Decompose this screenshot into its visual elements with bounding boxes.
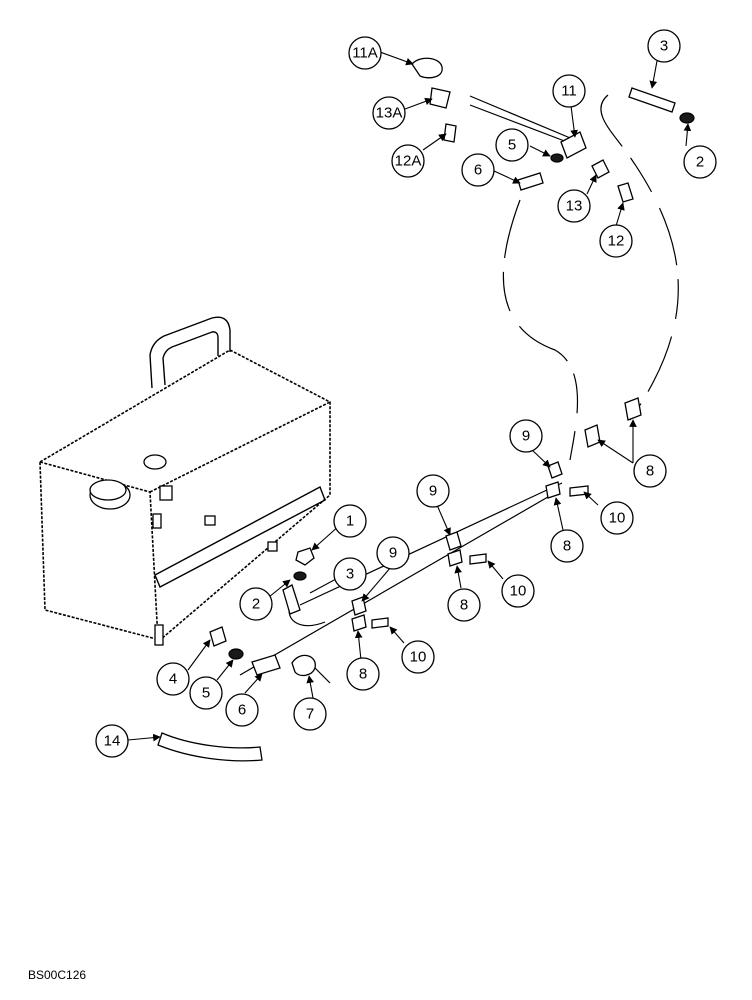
callout-label: 14	[104, 733, 121, 750]
callout-label: 1	[346, 513, 354, 530]
callout-label: 8	[460, 597, 468, 614]
callout-3: 3	[647, 29, 681, 63]
callout-label: 3	[660, 38, 668, 55]
callout-label: 3	[346, 566, 354, 583]
callout-5: 5	[189, 676, 223, 710]
callout-12: 12	[599, 224, 633, 258]
callout-label: 13A	[376, 105, 403, 122]
callout-label: 10	[510, 583, 527, 600]
callout-label: 11	[561, 83, 577, 100]
callout-6: 6	[225, 693, 259, 727]
callout-label: 9	[389, 545, 397, 562]
callout-10: 10	[401, 640, 435, 674]
callout-8: 8	[346, 657, 380, 691]
callout-5: 5	[495, 128, 529, 162]
callout-1: 1	[333, 504, 367, 538]
callout-label: 8	[646, 463, 654, 480]
parts	[157, 57, 695, 762]
callout-13: 13	[557, 189, 591, 223]
hoses	[239, 94, 679, 676]
callout-12a: 12A	[391, 144, 425, 178]
callout-7: 7	[293, 697, 327, 731]
callout-9: 9	[509, 419, 543, 453]
callout-9: 9	[376, 536, 410, 570]
callout-label: 9	[522, 428, 530, 445]
callout-8: 8	[447, 588, 481, 622]
callout-label: 6	[474, 162, 482, 179]
callout-label: 2	[696, 154, 704, 171]
callout-14: 14	[95, 724, 129, 758]
figure-id: BS00C126	[28, 968, 87, 982]
callout-label: 10	[410, 649, 427, 666]
callout-11: 11	[552, 74, 586, 108]
callout-label: 12A	[395, 153, 422, 170]
callout-2: 2	[683, 145, 717, 179]
callout-8: 8	[633, 454, 667, 488]
callout-9: 9	[416, 474, 450, 508]
callout-6: 6	[461, 153, 495, 187]
callout-label: 10	[609, 510, 626, 527]
callout-11a: 11A	[348, 36, 382, 70]
callout-3: 3	[333, 557, 367, 591]
callout-label: 4	[169, 671, 177, 688]
callout-label: 11A	[352, 45, 378, 62]
callout-label: 9	[429, 483, 437, 500]
callout-2: 2	[239, 587, 273, 621]
callout-10: 10	[501, 574, 535, 608]
leader-lines	[127, 51, 692, 742]
callout-8: 8	[550, 529, 584, 563]
callout-label: 2	[252, 596, 260, 613]
callout-label: 8	[563, 538, 571, 555]
hydraulic-tank	[39, 316, 331, 646]
callout-10: 10	[600, 501, 634, 535]
callout-label: 7	[306, 706, 314, 723]
callout-label: 5	[202, 685, 210, 702]
callout-label: 8	[359, 666, 367, 683]
callout-label: 13	[566, 198, 583, 215]
callout-label: 6	[238, 702, 246, 719]
callout-label: 12	[608, 233, 625, 250]
callout-4: 4	[156, 662, 190, 696]
callout-13a: 13A	[372, 96, 406, 130]
callout-label: 5	[508, 137, 516, 154]
